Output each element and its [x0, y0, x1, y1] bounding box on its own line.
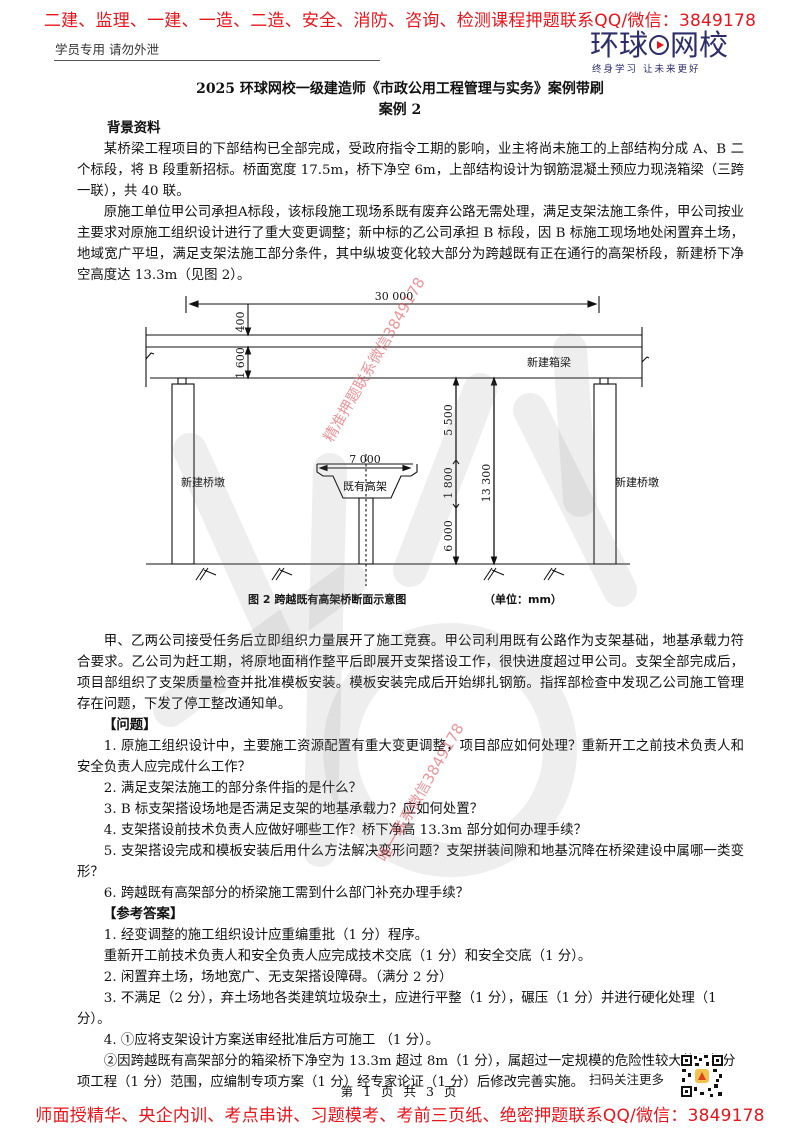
play-icon: [649, 35, 670, 55]
document-body: 背景资料 某桥梁工程项目的下部结构已全部完成，受政府指令工期的影响，业主将尚未施…: [77, 118, 744, 1093]
brand-logo: 环球 网校 终身学习 让未来更好: [590, 30, 740, 75]
answer-item: 3. 不满足（2 分），弃土场地各类建筑垃圾杂土，应进行平整（1 分），碾压（1…: [77, 991, 717, 1027]
figure-unit: （单位：mm）: [484, 592, 562, 606]
logo-text-right: 网校: [670, 28, 729, 62]
questions-heading: 【问题】: [103, 717, 157, 733]
answer-item: 4. ①应将支架设计方案送审经批准后方可施工 （1 分）。: [103, 1033, 440, 1048]
case-title: 案例 2: [378, 102, 422, 118]
dim-1800: 1 800: [442, 467, 455, 499]
logo-text-left: 环球: [590, 28, 649, 62]
label-new-girder: 新建箱梁: [527, 355, 571, 369]
dim-13300: 13 300: [480, 464, 493, 503]
background-heading: 背景资料: [107, 120, 161, 136]
header-note: 学员专用 请勿外泄: [55, 42, 159, 57]
question-item: 5. 支架搭设完成和模板安装后用什么方法解决变形问题？支架拼装间隙和地基沉降在桥…: [77, 844, 744, 880]
bridge-diagram: 30 000 400 1 600 新建箱梁 新建桥墩 新建桥墩 7 000 既有…: [145, 290, 659, 606]
bridge-section-figure: 30 000 400 1 600 新建箱梁 新建桥墩 新建桥墩 7 000 既有…: [77, 286, 744, 631]
dim-6000: 6 000: [442, 520, 455, 552]
answer-item: 2. 闲置弃土场，场地宽广、无支架搭设障碍。（满分 2 分）: [103, 970, 453, 985]
dim-400: 400: [234, 312, 247, 333]
question-item: 1. 原施工组织设计中，主要施工资源配置有重大变更调整，项目部应如何处理？重新开…: [77, 739, 744, 775]
dim-5500: 5 500: [442, 404, 455, 436]
answer-item: ②因跨越既有高架部分的箱梁桥下净空为 13.3m 超过 8m（1 分），属超过一…: [77, 1054, 736, 1090]
page-indicator: 第 1 页 共 3 页: [340, 1084, 460, 1099]
background-paragraph: 甲、乙两公司接受任务后立即组织力量展开了施工竞赛。甲公司利用既有公路作为支架基础…: [77, 634, 744, 712]
document-title: 2025 环球网校一级建造师《市政公用工程管理与实务》案例带刷: [196, 81, 604, 97]
question-item: 4. 支架搭设前技术负责人应做好哪些工作？桥下净高 13.3m 部分如何办理手续…: [103, 823, 587, 838]
answers-heading: 【参考答案】: [103, 906, 184, 922]
answer-item: 重新开工前技术负责人和安全负责人应完成技术交底（1 分）和安全交底（1 分）。: [103, 949, 592, 964]
label-new-pier-left: 新建桥墩: [181, 475, 225, 489]
header-rule: [54, 60, 380, 61]
promo-banner-top: 二建、监理、一建、一造、二造、安全、消防、咨询、检测课程押题联系QQ/微信：38…: [43, 11, 757, 31]
question-item: 2. 满足支架法施工的部分条件指的是什么？: [103, 781, 362, 796]
background-paragraph: 某桥梁工程项目的下部结构已全部完成，受政府指令工期的影响，业主将尚未施工的上部结…: [77, 142, 744, 199]
figure-caption: 图 2 跨越既有高架桥断面示意图: [248, 592, 406, 606]
qr-label: 扫码关注更多: [589, 1072, 665, 1087]
promo-banner-bottom: 师面授精华、央企内训、考点串讲、习题模考、考前三页纸、绝密押题联系QQ/微信：3…: [35, 1106, 765, 1126]
logo-tagline: 终身学习 让未来更好: [592, 64, 701, 75]
dim-7000: 7 000: [349, 453, 381, 466]
answer-item: 1. 经变调整的施工组织设计应重编重批（1 分）程序。: [103, 928, 429, 943]
qr-code[interactable]: [680, 1054, 724, 1098]
label-new-pier-right: 新建桥墩: [615, 475, 659, 489]
dim-1600: 1 600: [234, 347, 247, 379]
question-item: 3. B 标支架搭设场地是否满足支架的地基承载力？应如何处置？: [103, 802, 484, 817]
dim-span: 30 000: [375, 290, 414, 303]
label-existing-viaduct: 既有高架: [343, 479, 387, 493]
question-item: 6. 跨越既有高架部分的桥梁施工需到什么部门补充办理手续？: [103, 886, 469, 901]
background-paragraph: 原施工单位甲公司承担A标段，该标段施工现场系既有废弃公路无需处理，满足支架法施工…: [77, 205, 744, 283]
